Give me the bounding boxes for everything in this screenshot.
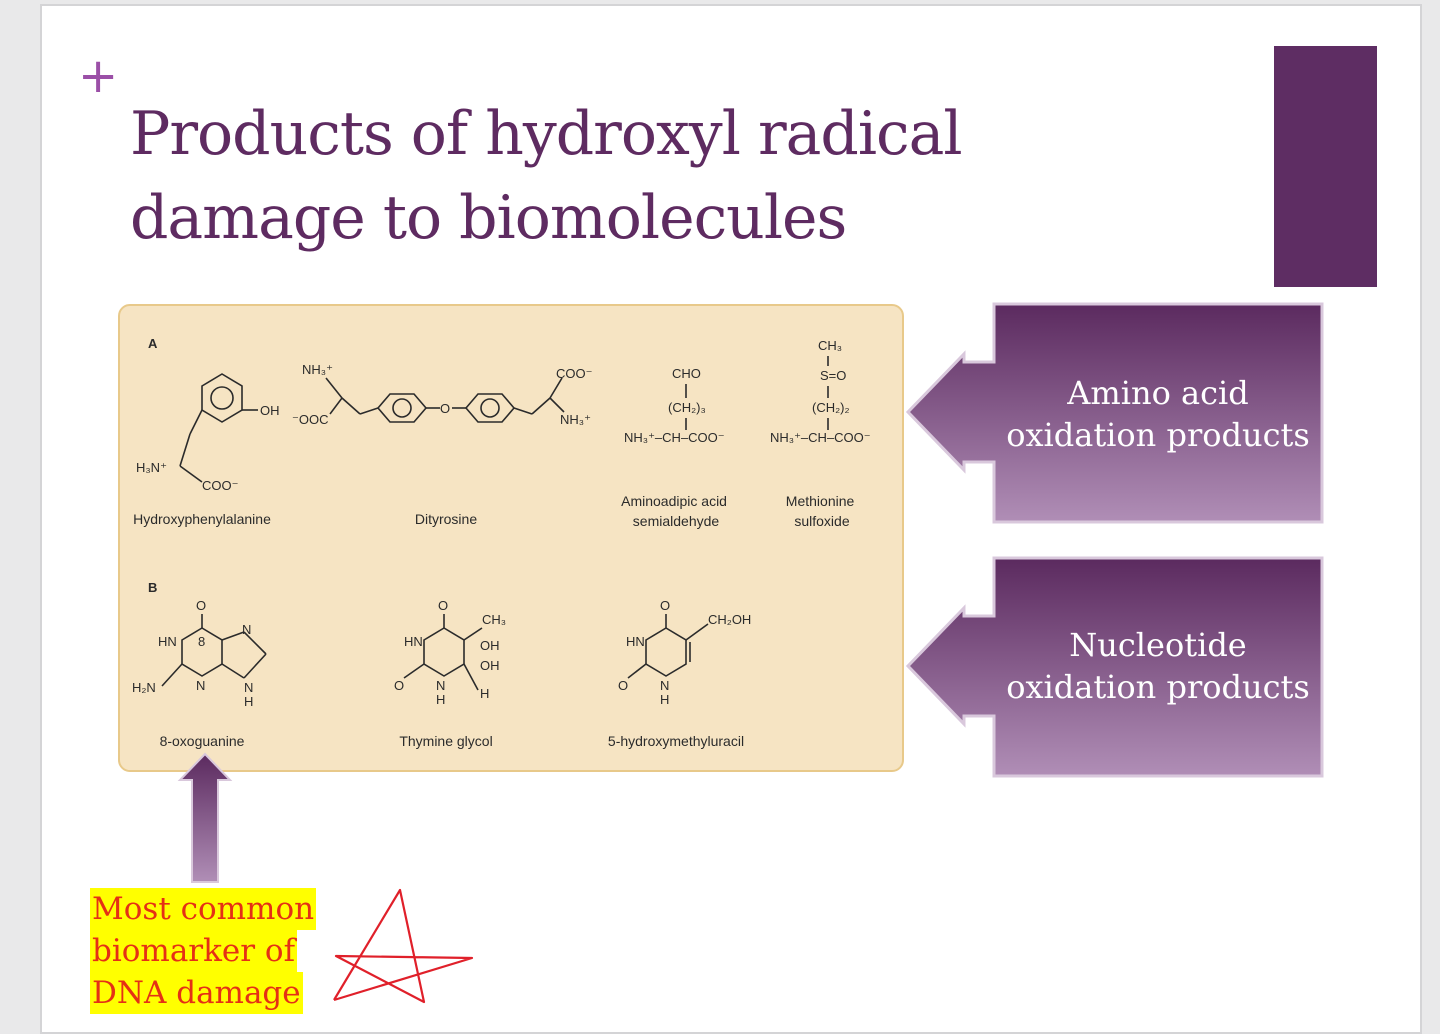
star-icon	[333, 888, 474, 1004]
product-name-methionine-sulfoxide: Methionine sulfoxide	[786, 493, 858, 529]
nucleotide-callout-label: Nucleotide oxidation products	[994, 624, 1322, 708]
plus-icon: +	[78, 48, 119, 104]
svg-text:O: O	[438, 598, 448, 613]
svg-text:N: N	[436, 678, 445, 693]
amino-callout-line-2: oxidation products	[1006, 416, 1310, 454]
svg-text:H₂N: H₂N	[132, 680, 156, 695]
svg-text:N: N	[660, 678, 669, 693]
nucleotide-callout	[905, 556, 1324, 778]
product-name-8-oxoguanine: 8-oxoguanine	[160, 733, 245, 749]
svg-text:OH: OH	[480, 658, 500, 673]
svg-text:NH₃⁺–CH–COO⁻: NH₃⁺–CH–COO⁻	[624, 430, 725, 445]
svg-text:(CH₂)₃: (CH₂)₃	[668, 400, 706, 415]
svg-text:COO⁻: COO⁻	[202, 478, 238, 493]
product-name-hydroxyphenylalanine: Hydroxyphenylalanine	[133, 511, 271, 527]
slide-title: Products of hydroxyl radical damage to b…	[130, 92, 1130, 260]
structures-svg: A B OH H₃N⁺ COO⁻ Hydroxyphenylalanine NH…	[132, 336, 871, 749]
svg-text:CH₃: CH₃	[482, 612, 506, 627]
svg-text:HN: HN	[404, 634, 423, 649]
8-oxoguanine-structure: O HN 8 N N N H H₂N	[132, 598, 267, 709]
up-arrow-icon	[177, 752, 233, 883]
svg-text:HN: HN	[626, 634, 645, 649]
biomarker-note: Most common biomarker of DNA damage	[90, 888, 317, 1014]
svg-text:OH: OH	[260, 403, 280, 418]
product-name-thymine-glycol: Thymine glycol	[399, 733, 492, 749]
thymine-glycol-structure: O HN CH₃ OH OH O N H H	[394, 598, 506, 707]
svg-text:O: O	[660, 598, 670, 613]
product-name-dityrosine: Dityrosine	[415, 511, 477, 527]
methionine-sulfoxide-structure: CH₃ S=O (CH₂)₂ NH₃⁺–CH–COO⁻	[770, 338, 871, 445]
svg-text:H: H	[244, 694, 253, 709]
panel-a-label: A	[148, 336, 158, 351]
svg-text:N: N	[244, 680, 253, 695]
svg-text:CHO: CHO	[672, 366, 701, 381]
svg-text:CH₂OH: CH₂OH	[708, 612, 751, 627]
svg-text:(CH₂)₂: (CH₂)₂	[812, 400, 850, 415]
nucleotide-callout-line-2: oxidation products	[1006, 668, 1310, 706]
svg-text:OH: OH	[480, 638, 500, 653]
note-line-2: biomarker of	[90, 930, 298, 972]
svg-text:O: O	[394, 678, 404, 693]
svg-text:H: H	[660, 692, 669, 707]
dityrosine-structure: NH₃⁺ ⁻OOC O COO⁻ NH₃⁺	[292, 362, 592, 427]
aminoadipic-semialdehyde-structure: CHO (CH₂)₃ NH₃⁺–CH–COO⁻	[624, 366, 725, 445]
product-name-aminoadipic: Aminoadipic acid semialdehyde	[621, 493, 731, 529]
accent-block	[1274, 46, 1377, 287]
svg-text:O: O	[618, 678, 628, 693]
structures-figure: A B OH H₃N⁺ COO⁻ Hydroxyphenylalanine NH…	[118, 304, 904, 772]
svg-text:N: N	[196, 678, 205, 693]
svg-text:O: O	[440, 401, 450, 416]
svg-text:COO⁻: COO⁻	[556, 366, 592, 381]
svg-text:HN: HN	[158, 634, 177, 649]
nucleotide-callout-line-1: Nucleotide	[1069, 626, 1247, 664]
hydroxyphenylalanine-structure: OH H₃N⁺ COO⁻	[136, 373, 280, 493]
svg-text:NH₃⁺: NH₃⁺	[560, 412, 591, 427]
svg-text:CH₃: CH₃	[818, 338, 842, 353]
note-line-3: DNA damage	[90, 972, 303, 1014]
svg-text:H: H	[480, 686, 489, 701]
title-line-1: Products of hydroxyl radical	[130, 99, 963, 169]
amino-acid-callout	[905, 302, 1324, 524]
svg-text:⁻OOC: ⁻OOC	[292, 412, 328, 427]
note-line-1: Most common	[90, 888, 317, 930]
product-name-hydroxymethyluracil: 5-hydroxymethyluracil	[608, 733, 744, 749]
svg-text:NH₃⁺–CH–COO⁻: NH₃⁺–CH–COO⁻	[770, 430, 871, 445]
svg-text:O: O	[196, 598, 206, 613]
amino-callout-line-1: Amino acid	[1067, 374, 1249, 412]
svg-text:8: 8	[198, 634, 205, 649]
svg-text:H₃N⁺: H₃N⁺	[136, 460, 167, 475]
panel-b-label: B	[148, 580, 157, 595]
amino-acid-callout-label: Amino acid oxidation products	[994, 372, 1322, 456]
svg-text:H: H	[436, 692, 445, 707]
hydroxymethyluracil-structure: O CH₂OH HN O N H	[618, 598, 751, 707]
title-line-2: damage to biomolecules	[130, 183, 847, 253]
svg-text:NH₃⁺: NH₃⁺	[302, 362, 333, 377]
svg-text:N: N	[242, 622, 251, 637]
svg-text:S=O: S=O	[820, 368, 846, 383]
